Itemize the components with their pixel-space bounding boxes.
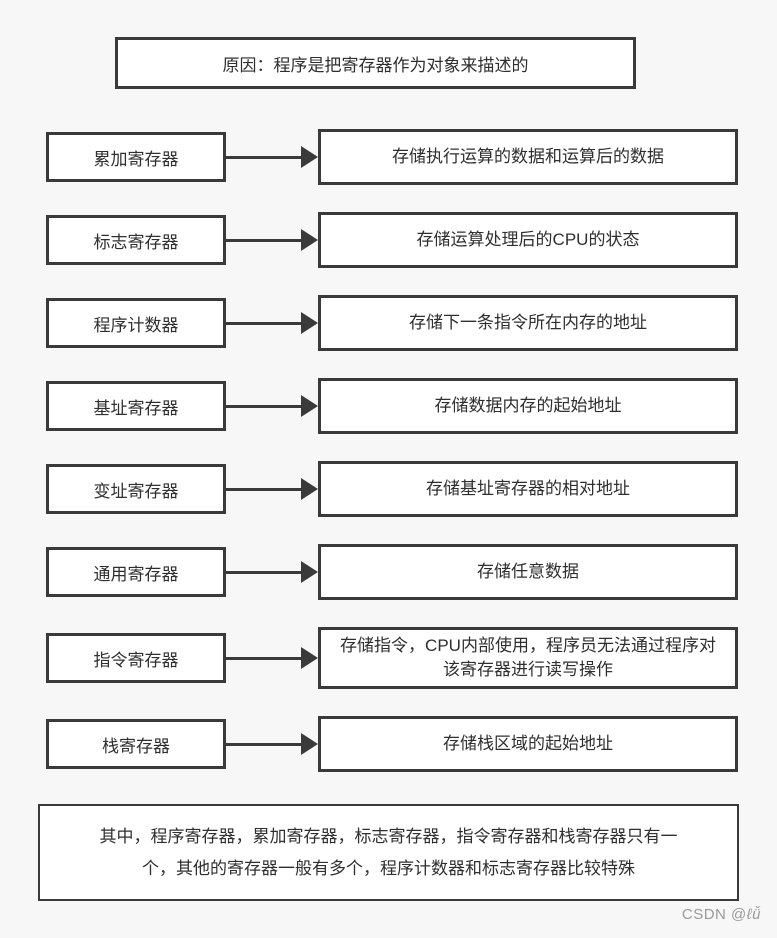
register-box: 通用寄存器 [46, 547, 226, 597]
register-label: 栈寄存器 [102, 736, 170, 756]
register-label: 标志寄存器 [93, 232, 179, 252]
arrow-head [301, 146, 318, 168]
arrow-line [226, 487, 301, 491]
register-row: 指令寄存器 存储指令，CPU内部使用，程序员无法通过程序对该寄存器进行读写操作 [0, 627, 777, 689]
register-box: 累加寄存器 [46, 132, 226, 182]
arrow-head [301, 647, 318, 669]
description-label: 存储任意数据 [477, 562, 579, 581]
arrow-line [226, 155, 301, 159]
arrow-line [226, 656, 301, 660]
register-box: 程序计数器 [46, 298, 226, 348]
register-box: 基址寄存器 [46, 381, 226, 431]
description-box: 存储任意数据 [318, 544, 738, 600]
arrow-line [226, 570, 301, 574]
register-label: 累加寄存器 [93, 149, 179, 169]
register-rows: 累加寄存器 存储执行运算的数据和运算后的数据 标志寄存器 存储运算处理后的CPU… [0, 129, 777, 772]
arrow-head [301, 395, 318, 417]
arrow-right-icon [226, 312, 318, 334]
description-label: 存储下一条指令所在内存的地址 [409, 313, 647, 332]
register-label: 通用寄存器 [93, 564, 179, 584]
register-label: 指令寄存器 [93, 650, 179, 670]
register-row: 基址寄存器 存储数据内存的起始地址 [0, 378, 777, 434]
arrow-head [301, 733, 318, 755]
arrow-head [301, 229, 318, 251]
arrow-right-icon [226, 647, 318, 669]
arrow-right-icon [226, 395, 318, 417]
description-box: 存储下一条指令所在内存的地址 [318, 295, 738, 351]
register-row: 变址寄存器 存储基址寄存器的相对地址 [0, 461, 777, 517]
description-label: 存储数据内存的起始地址 [434, 396, 622, 415]
description-label: 存储指令，CPU内部使用，程序员无法通过程序对该寄存器进行读写操作 [340, 636, 716, 679]
watermark: CSDN @ℓǚ [682, 906, 761, 923]
watermark-brand: CSDN @ [681, 906, 747, 923]
register-box: 变址寄存器 [46, 464, 226, 514]
register-box: 标志寄存器 [46, 215, 226, 265]
register-row: 标志寄存器 存储运算处理后的CPU的状态 [0, 212, 777, 268]
arrow-line [226, 742, 301, 746]
register-row: 程序计数器 存储下一条指令所在内存的地址 [0, 295, 777, 351]
note-box: 其中，程序寄存器，累加寄存器，标志寄存器，指令寄存器和栈寄存器只有一个，其他的寄… [38, 804, 739, 901]
register-row: 累加寄存器 存储执行运算的数据和运算后的数据 [0, 129, 777, 185]
register-box: 栈寄存器 [46, 719, 226, 769]
description-box: 存储指令，CPU内部使用，程序员无法通过程序对该寄存器进行读写操作 [318, 627, 738, 689]
register-box: 指令寄存器 [46, 633, 226, 683]
description-label: 存储栈区域的起始地址 [443, 734, 613, 753]
description-label: 存储基址寄存器的相对地址 [426, 479, 630, 498]
description-box: 存储执行运算的数据和运算后的数据 [318, 129, 738, 185]
note-text: 其中，程序寄存器，累加寄存器，标志寄存器，指令寄存器和栈寄存器只有一个，其他的寄… [99, 826, 678, 878]
register-label: 程序计数器 [93, 315, 179, 335]
watermark-user: ℓǚ [746, 906, 761, 923]
arrow-right-icon [226, 561, 318, 583]
register-label: 基址寄存器 [93, 398, 179, 418]
title-box: 原因：程序是把寄存器作为对象来描述的 [115, 37, 636, 89]
description-box: 存储运算处理后的CPU的状态 [318, 212, 738, 268]
description-box: 存储数据内存的起始地址 [318, 378, 738, 434]
arrow-head [301, 312, 318, 334]
description-box: 存储栈区域的起始地址 [318, 716, 738, 772]
description-box: 存储基址寄存器的相对地址 [318, 461, 738, 517]
arrow-right-icon [226, 478, 318, 500]
arrow-right-icon [226, 229, 318, 251]
arrow-line [226, 321, 301, 325]
arrow-line [226, 404, 301, 408]
description-label: 存储执行运算的数据和运算后的数据 [392, 147, 664, 166]
description-label: 存储运算处理后的CPU的状态 [416, 230, 640, 249]
arrow-head [301, 561, 318, 583]
register-row: 栈寄存器 存储栈区域的起始地址 [0, 716, 777, 772]
arrow-right-icon [226, 146, 318, 168]
register-label: 变址寄存器 [93, 481, 179, 501]
arrow-head [301, 478, 318, 500]
title-text: 原因：程序是把寄存器作为对象来描述的 [222, 55, 529, 75]
register-row: 通用寄存器 存储任意数据 [0, 544, 777, 600]
arrow-right-icon [226, 733, 318, 755]
arrow-line [226, 238, 301, 242]
